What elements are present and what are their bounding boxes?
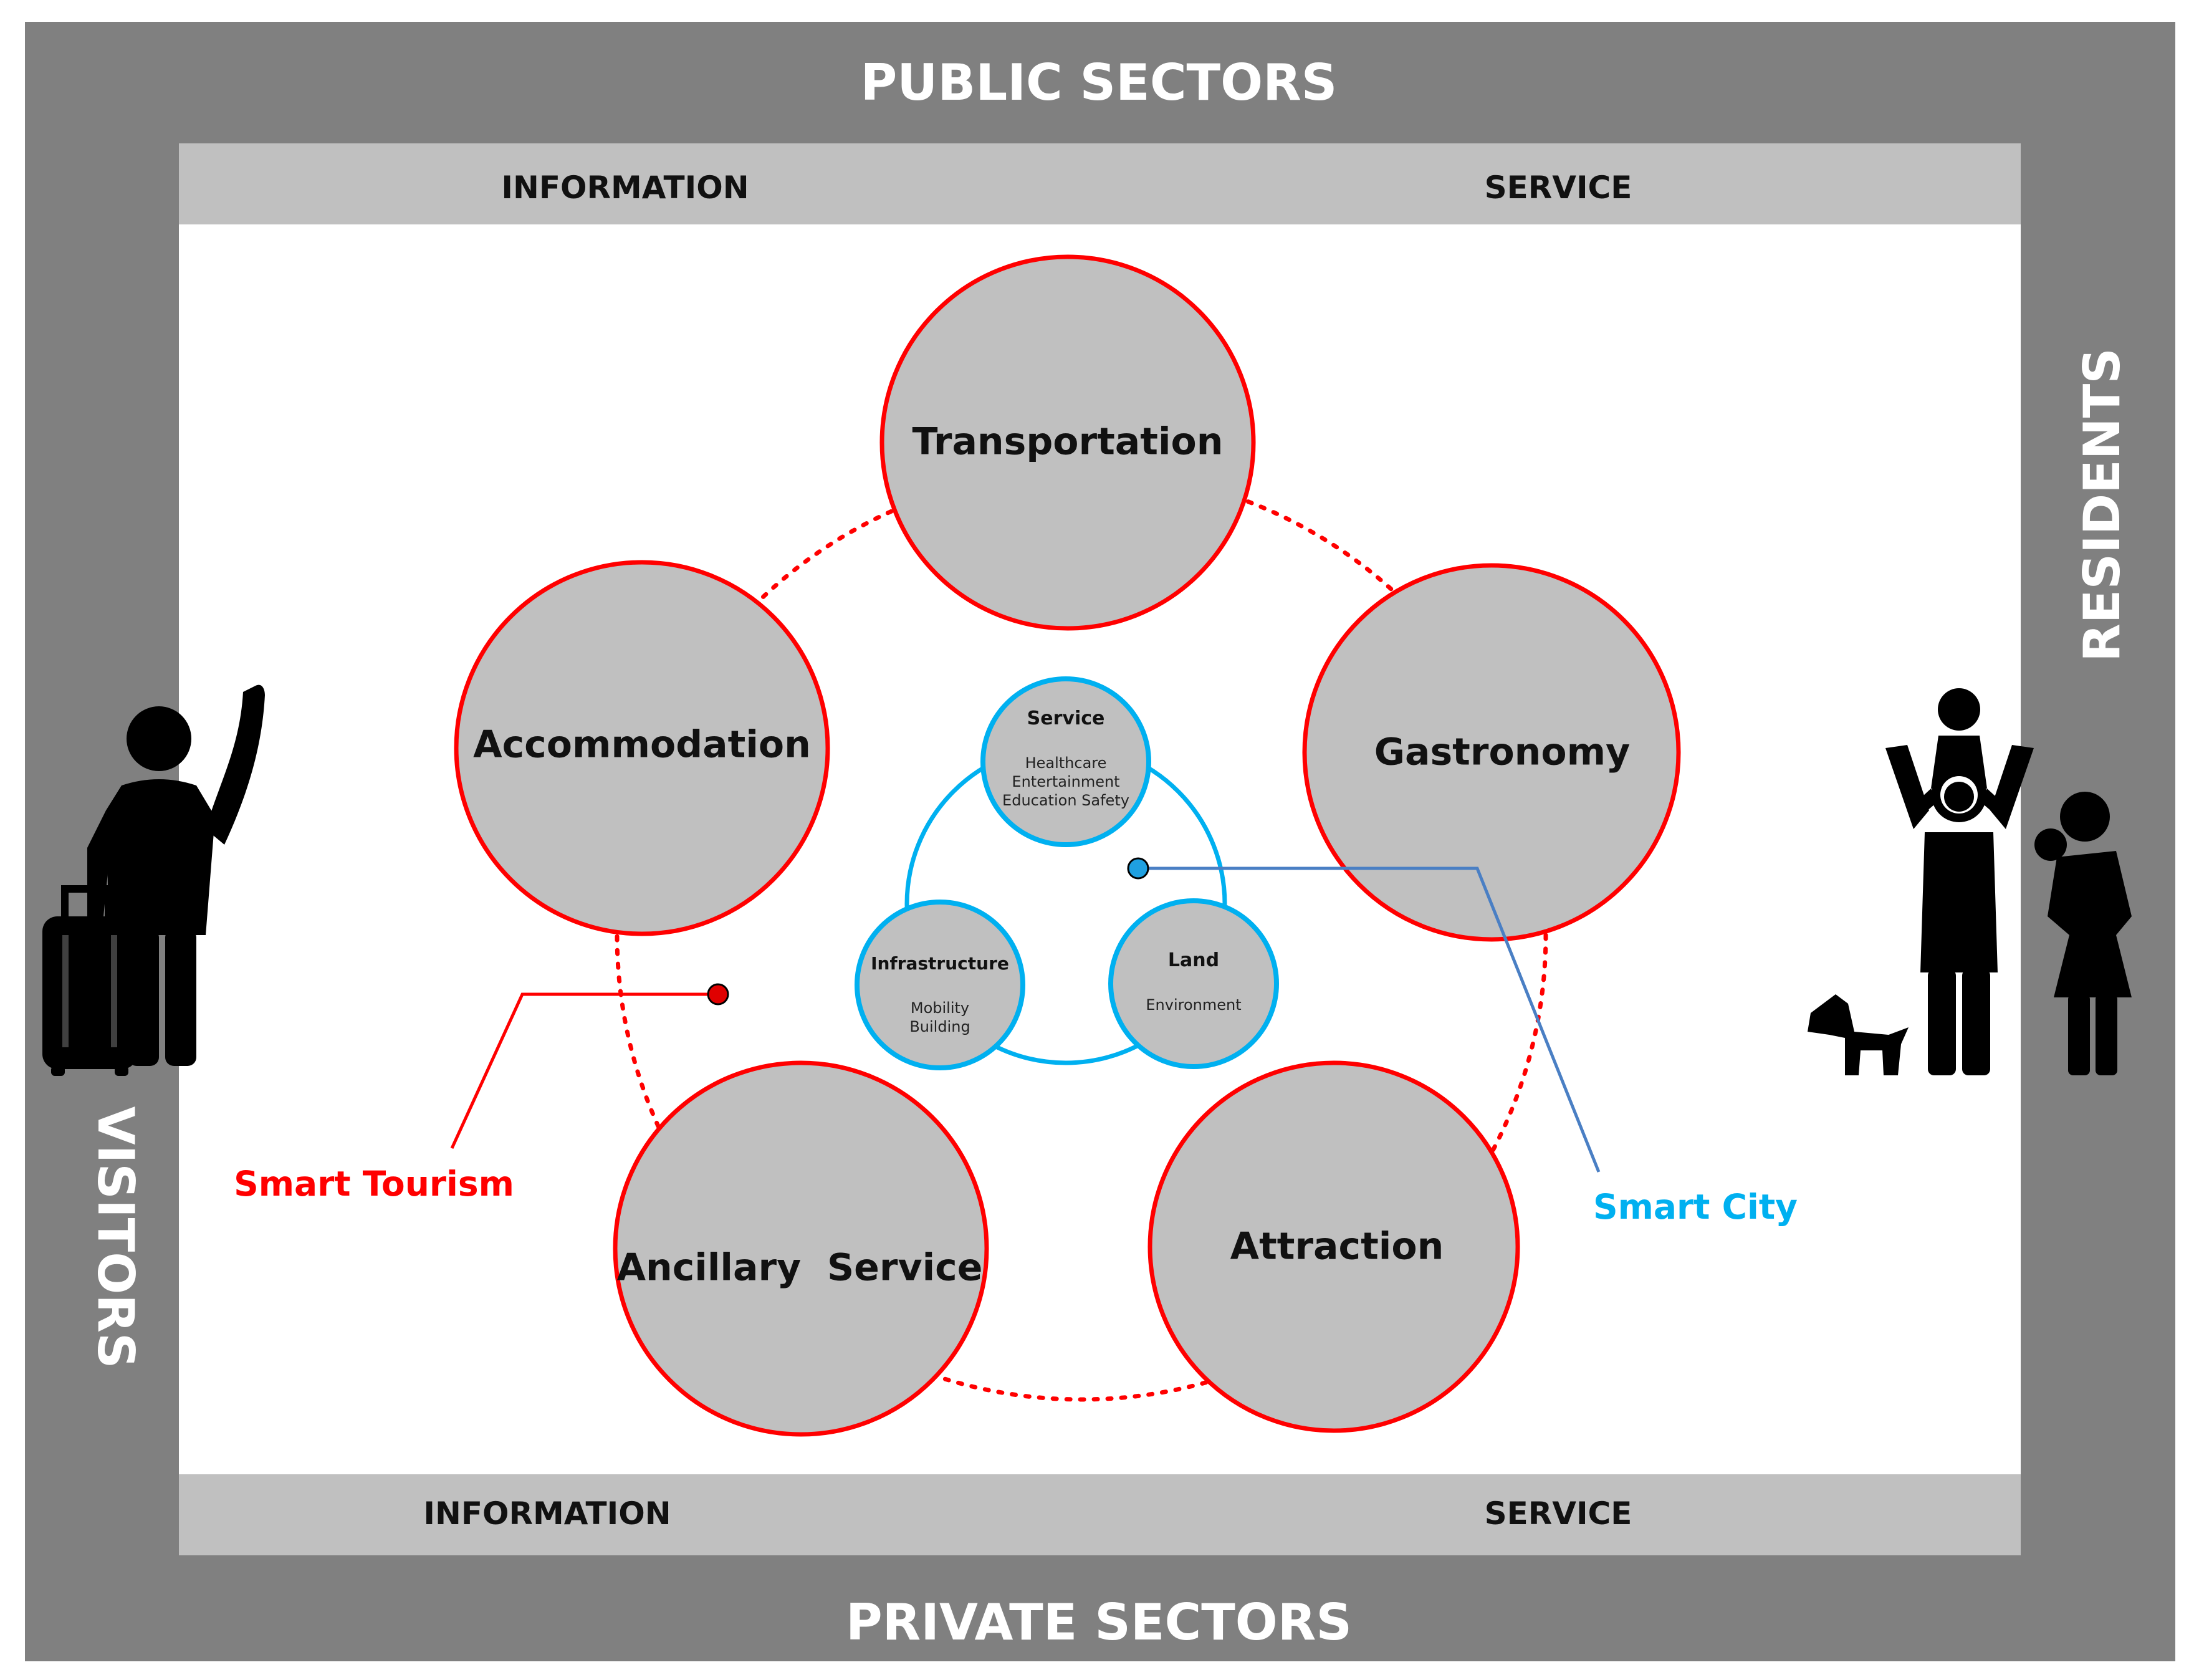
city-circle-service: Service Healthcare Entertainment Educati… bbox=[980, 676, 1151, 847]
city-circle-infrastructure: Infrastructure Mobility Building bbox=[855, 900, 1025, 1070]
frame-right-label: RESIDENTS bbox=[2073, 348, 2131, 662]
family-with-dog-icon bbox=[1808, 688, 2132, 1075]
city-circle-title: Infrastructure bbox=[871, 953, 1009, 974]
bottom-band bbox=[179, 1474, 2021, 1555]
city-circle-line: Healthcare bbox=[1025, 754, 1107, 772]
traveler-with-suitcase-icon bbox=[42, 684, 265, 1076]
frame-top-label: PUBLIC SECTORS bbox=[861, 54, 1338, 112]
band-bottom-right-label: SERVICE bbox=[1485, 1495, 1632, 1532]
city-circle-title: Land bbox=[1168, 949, 1219, 971]
tourism-circle-accommodation: Accommodation bbox=[454, 560, 830, 936]
city-circle-line: Mobility bbox=[911, 999, 969, 1017]
tourism-callout-label: Smart Tourism bbox=[234, 1164, 514, 1204]
city-circle-line: Environment bbox=[1146, 996, 1241, 1014]
top-band bbox=[179, 143, 2021, 224]
tourism-label: Accommodation bbox=[473, 723, 811, 767]
tourism-label: Gastronomy bbox=[1374, 731, 1631, 774]
frame-left-label: VISITORS bbox=[87, 1106, 145, 1369]
band-bottom-left-label: INFORMATION bbox=[423, 1495, 671, 1532]
tourism-label: Transportation bbox=[913, 420, 1224, 464]
city-circle-line: Education Safety bbox=[1002, 792, 1129, 809]
tourism-circle-attraction: Attraction bbox=[1147, 1060, 1520, 1433]
tourism-label: Ancillary Service bbox=[617, 1246, 983, 1290]
city-callout-label: Smart City bbox=[1593, 1187, 1798, 1227]
band-top-left-label: INFORMATION bbox=[501, 170, 749, 206]
tourism-callout-dot bbox=[707, 983, 729, 1006]
city-callout-line bbox=[1138, 866, 1601, 1173]
tourism-ring bbox=[615, 468, 1548, 1402]
city-circle-title: Service bbox=[1027, 708, 1105, 729]
city-circle-line: Entertainment bbox=[1012, 773, 1119, 790]
tourism-callout-line bbox=[450, 992, 718, 1150]
city-circle-land: Land Environment bbox=[1108, 898, 1279, 1069]
tourism-circle-gastronomy: Gastronomy bbox=[1302, 563, 1681, 942]
city-circle-line: Building bbox=[909, 1018, 970, 1035]
tourism-circle-transportation: Transportation bbox=[879, 254, 1256, 631]
city-callout-dot bbox=[1127, 857, 1149, 880]
frame-bottom-label: PRIVATE SECTORS bbox=[846, 1593, 1352, 1651]
tourism-label: Attraction bbox=[1230, 1225, 1444, 1269]
band-top-right-label: SERVICE bbox=[1485, 170, 1632, 206]
tourism-circle-ancillary-service: Ancillary Service bbox=[613, 1060, 989, 1437]
